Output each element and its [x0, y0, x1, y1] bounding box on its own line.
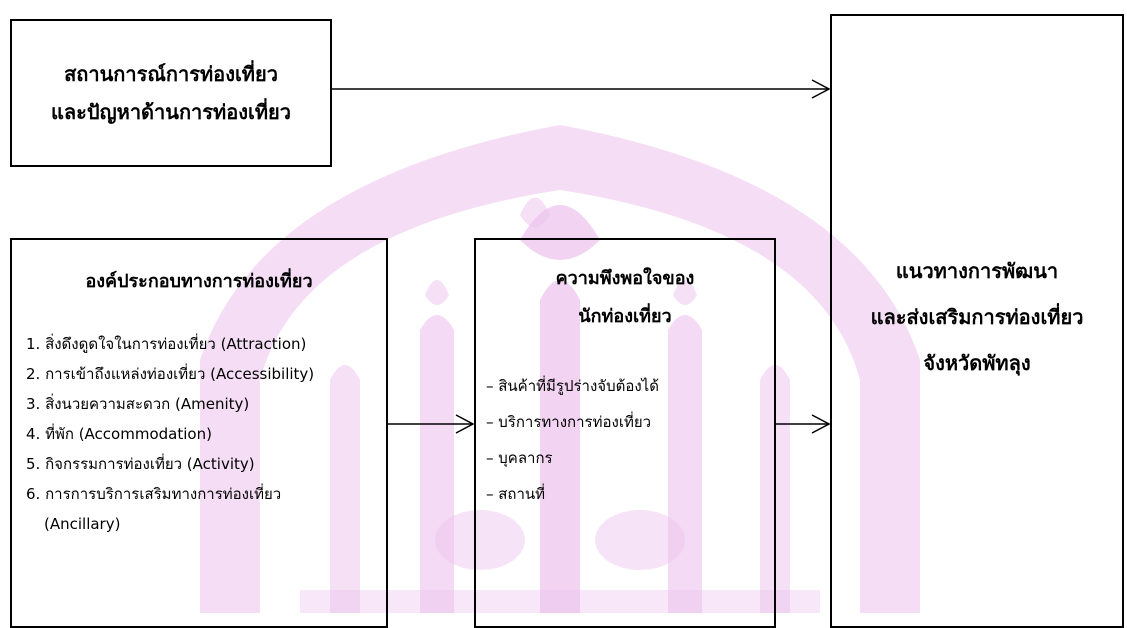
list-item: – บริการทางการท่องเที่ยว: [486, 413, 652, 431]
list-item: – สถานที่: [486, 485, 546, 503]
list-item: – บุคลากร: [486, 449, 553, 467]
arrow-components-to-satisfaction: [388, 414, 475, 434]
list-item: 6. การการบริการเสริมทางการท่องเที่ยว: [26, 485, 282, 503]
situation-title-line1: สถานการณ์การท่องเที่ยว: [64, 62, 278, 86]
components-box: องค์ประกอบทางการท่องเที่ยว 1. สิ่งดึงดูด…: [10, 238, 388, 628]
guideline-line1: แนวทางการพัฒนา: [895, 259, 1059, 283]
satisfaction-title-line2: นักท่องเที่ยว: [578, 306, 672, 327]
list-item: 4. ที่พัก (Accommodation): [26, 425, 212, 443]
list-item: – สินค้าที่มีรูปร่างจับต้องได้: [486, 377, 659, 395]
components-title: องค์ประกอบทางการท่องเที่ยว: [85, 271, 313, 292]
components-list: 1. สิ่งดึงดูดใจในการท่องเที่ยว (Attracti…: [12, 329, 386, 539]
satisfaction-title-line1: ความพึงพอใจของ: [555, 268, 695, 289]
situation-title-line2: และปัญหาด้านการท่องเที่ยว: [51, 100, 291, 124]
watermark-emblem: [200, 125, 920, 613]
guideline-line3: จังหวัดพัทลุง: [923, 351, 1031, 375]
satisfaction-box: ความพึงพอใจของ นักท่องเที่ยว – สินค้าที่…: [474, 238, 776, 628]
list-item: (Ancillary): [44, 515, 121, 533]
list-item: 1. สิ่งดึงดูดใจในการท่องเที่ยว (Attracti…: [26, 335, 307, 353]
list-item: 2. การเข้าถึงแหล่งท่องเที่ยว (Accessibil…: [26, 365, 315, 383]
situation-box: สถานการณ์การท่องเที่ยว และปัญหาด้านการท่…: [10, 19, 332, 167]
satisfaction-list: – สินค้าที่มีรูปร่างจับต้องได้ – บริการท…: [476, 368, 774, 512]
list-item: 5. กิจกรรมการท่องเที่ยว (Activity): [26, 455, 255, 473]
arrow-situation-to-guideline: [332, 79, 831, 99]
arrow-satisfaction-to-guideline: [776, 414, 831, 434]
connector-arrows: [332, 79, 831, 434]
list-item: 3. สิ่งนวยความสะดวก (Amenity): [26, 395, 250, 413]
guideline-line2: และส่งเสริมการท่องเที่ยว: [870, 305, 1084, 329]
guideline-box: แนวทางการพัฒนา และส่งเสริมการท่องเที่ยว …: [830, 14, 1124, 628]
